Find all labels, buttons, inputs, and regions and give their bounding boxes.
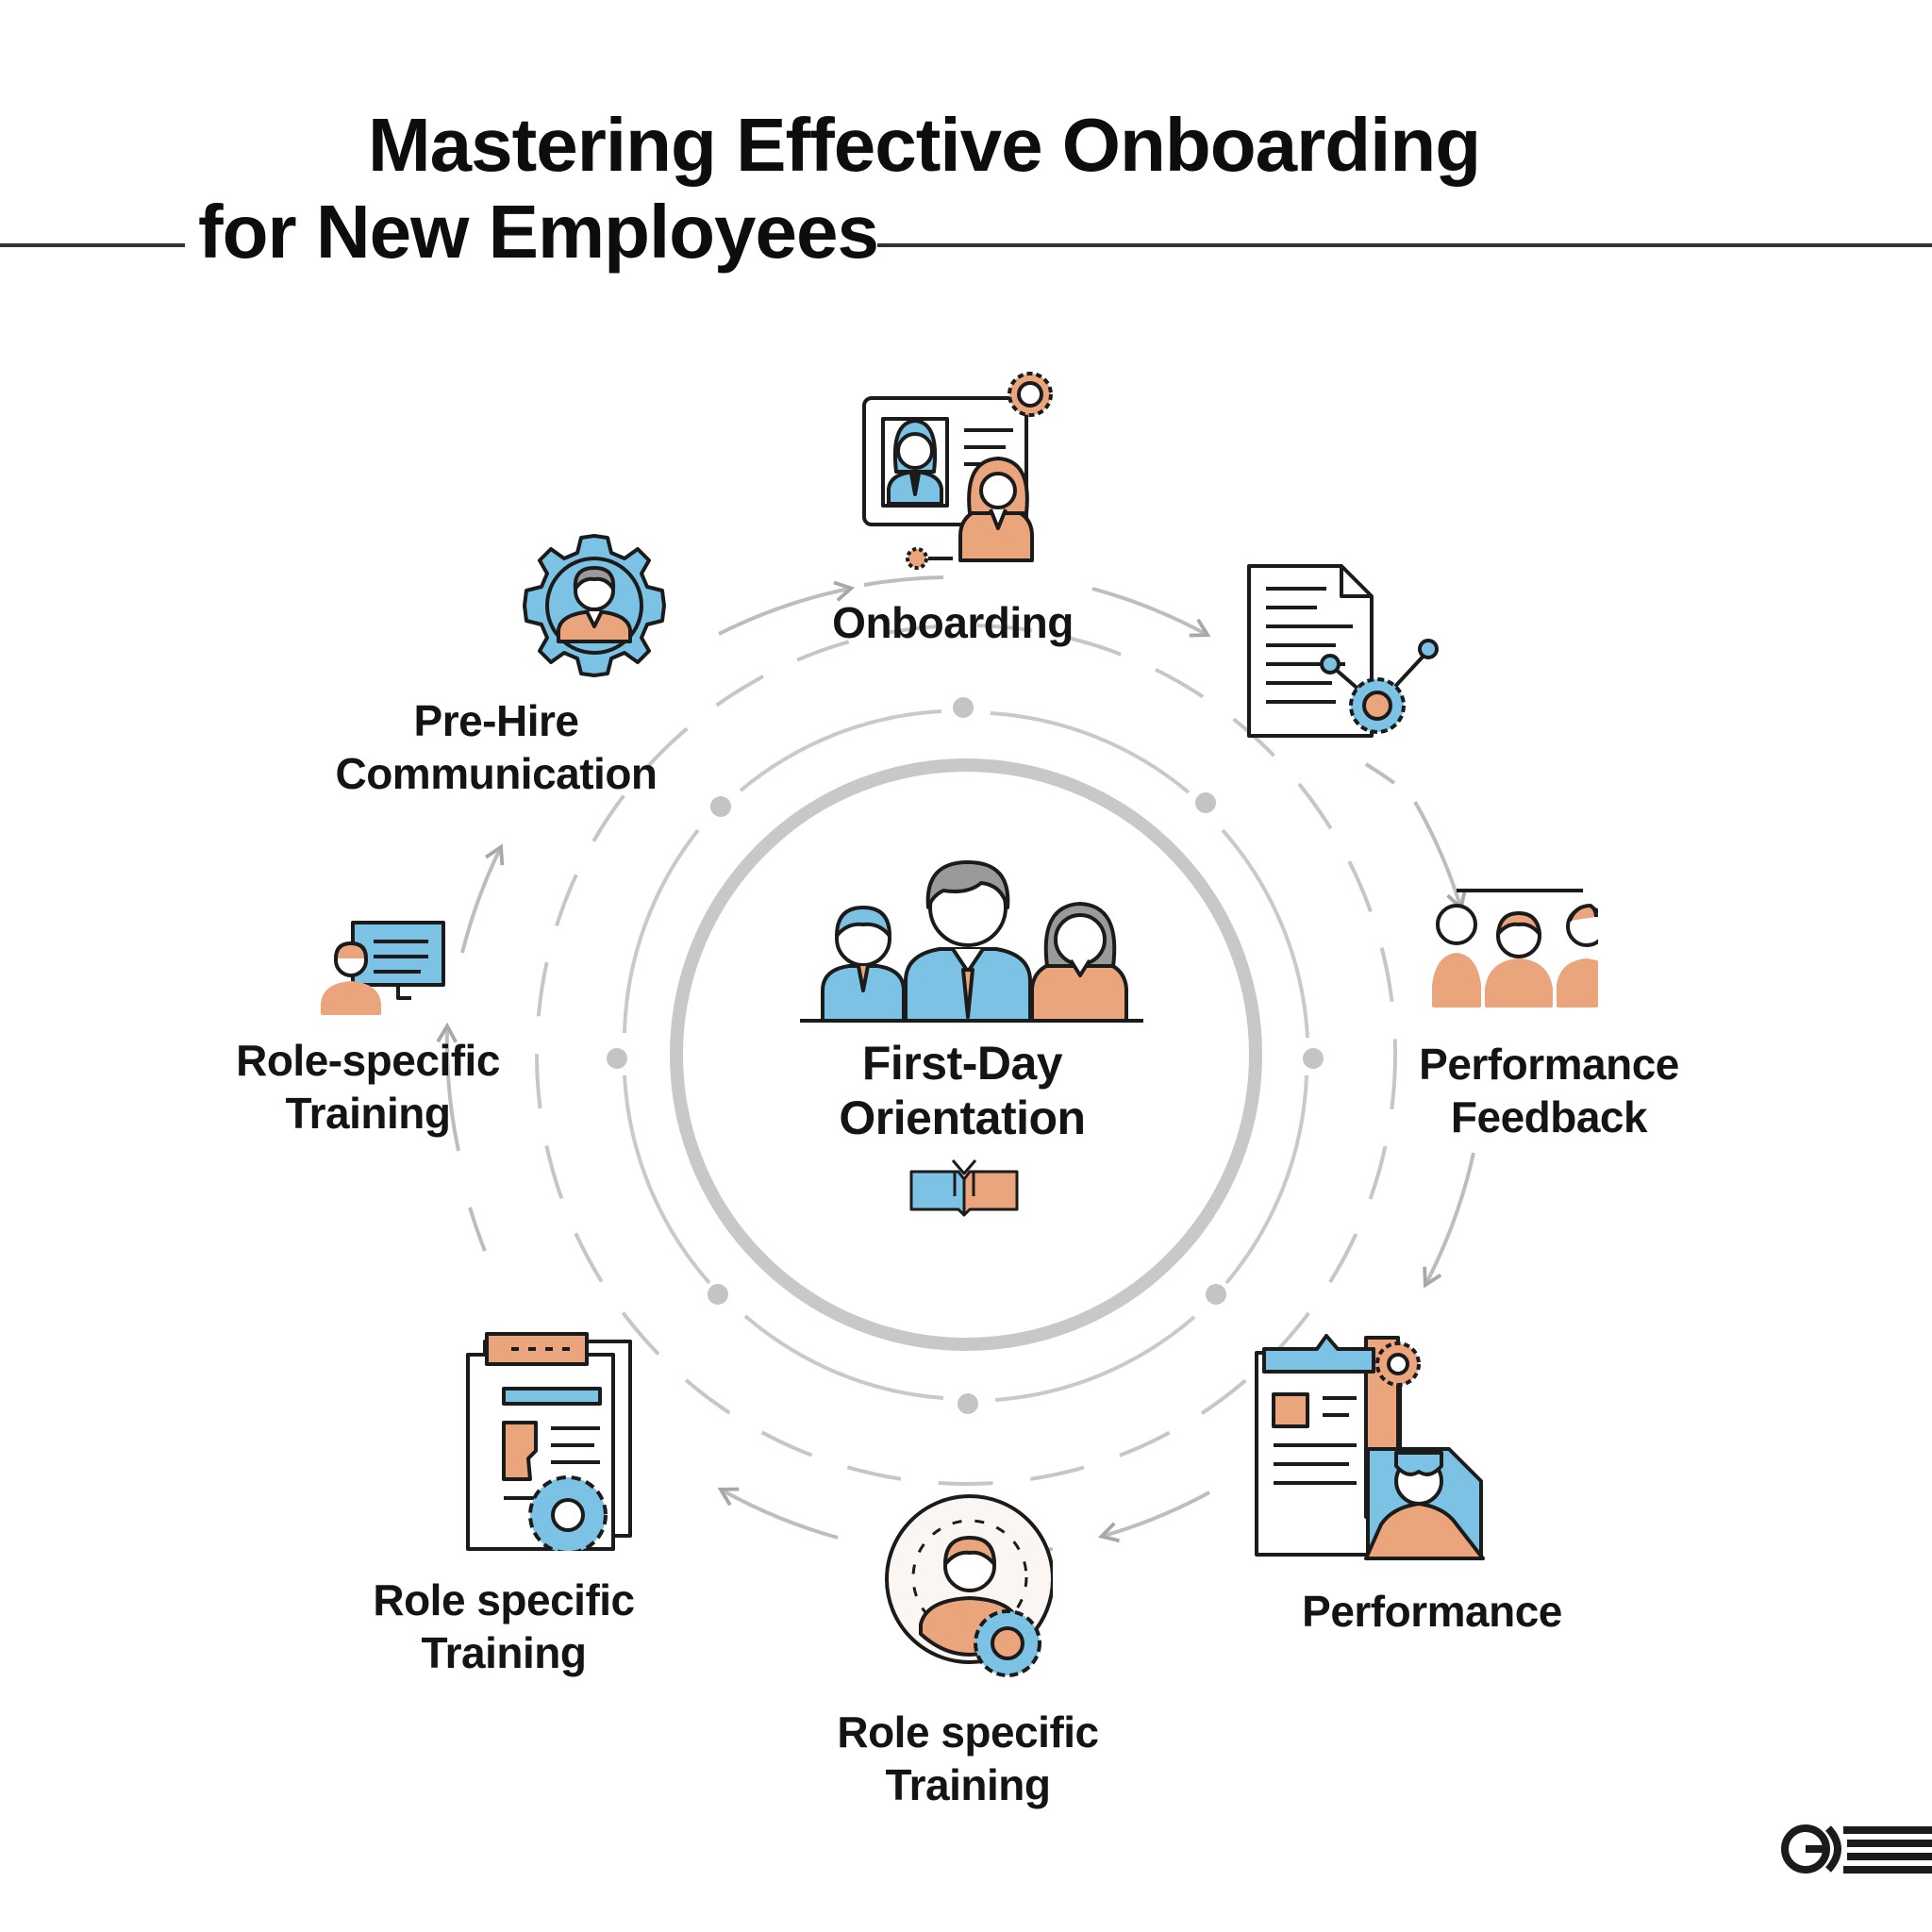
node-label-pre-hire-line-1: Pre-Hire xyxy=(413,696,579,745)
title-rule-right xyxy=(877,243,1932,247)
video-meeting-icon xyxy=(862,372,1053,570)
node-label-onboarding-line-1: Onboarding xyxy=(832,598,1074,647)
center-label-line-2: Orientation xyxy=(839,1091,1086,1144)
node-label-role-specific-bottom-line-1: Role specific xyxy=(837,1707,1099,1757)
node-label-onboarding: Onboarding xyxy=(832,596,1074,649)
node-label-performance-feedback-line-1: Performance xyxy=(1419,1040,1679,1089)
person-screen-icon xyxy=(321,921,445,1015)
node-label-pre-hire: Pre-Hire Communication xyxy=(335,694,658,800)
node-label-pre-hire-line-2: Communication xyxy=(335,749,658,798)
ring-dots xyxy=(607,697,1324,1414)
person-circle-gear-icon xyxy=(885,1494,1053,1677)
node-label-role-specific-left-line-2: Training xyxy=(285,1089,451,1138)
node-label-performance-feedback-line-2: Feedback xyxy=(1450,1092,1648,1141)
node-label-role-specific-left: Role-specific Training xyxy=(236,1034,500,1140)
center-ring xyxy=(670,758,1262,1351)
node-label-performance-feedback: Performance Feedback xyxy=(1419,1038,1679,1143)
node-label-role-specific-bottom-left-line-2: Training xyxy=(421,1628,587,1677)
performance-profile-icon xyxy=(1255,1334,1485,1560)
title-line-1: Mastering Effective Onboarding xyxy=(368,103,1481,187)
center-label: First-Day Orientation xyxy=(839,1036,1086,1145)
node-label-role-specific-bottom-line-2: Training xyxy=(885,1760,1051,1809)
flow-arrows xyxy=(436,580,1475,1543)
team-icon xyxy=(800,860,1143,1023)
group-meeting-icon xyxy=(1432,889,1598,1008)
node-label-role-specific-bottom-left: Role specific Training xyxy=(373,1574,635,1679)
center-label-line-1: First-Day xyxy=(861,1037,1063,1090)
node-label-role-specific-bottom: Role specific Training xyxy=(837,1706,1099,1811)
node-label-role-specific-bottom-left-line-1: Role specific xyxy=(373,1575,635,1624)
node-label-role-specific-left-line-1: Role-specific xyxy=(236,1036,500,1085)
outer-dashed-ring xyxy=(535,624,1397,1486)
title-rule-left xyxy=(0,243,185,247)
person-gear-icon xyxy=(523,534,666,677)
document-connections-icon xyxy=(1247,564,1439,738)
node-label-performance: Performance xyxy=(1302,1585,1562,1638)
brand-logo-icon xyxy=(1781,1824,1932,1874)
title-line-2: for New Employees xyxy=(198,190,879,274)
middle-ring xyxy=(623,709,1309,1402)
report-gear-icon xyxy=(466,1332,632,1551)
node-label-performance-line-1: Performance xyxy=(1302,1587,1562,1636)
open-book-icon xyxy=(909,1159,1019,1217)
